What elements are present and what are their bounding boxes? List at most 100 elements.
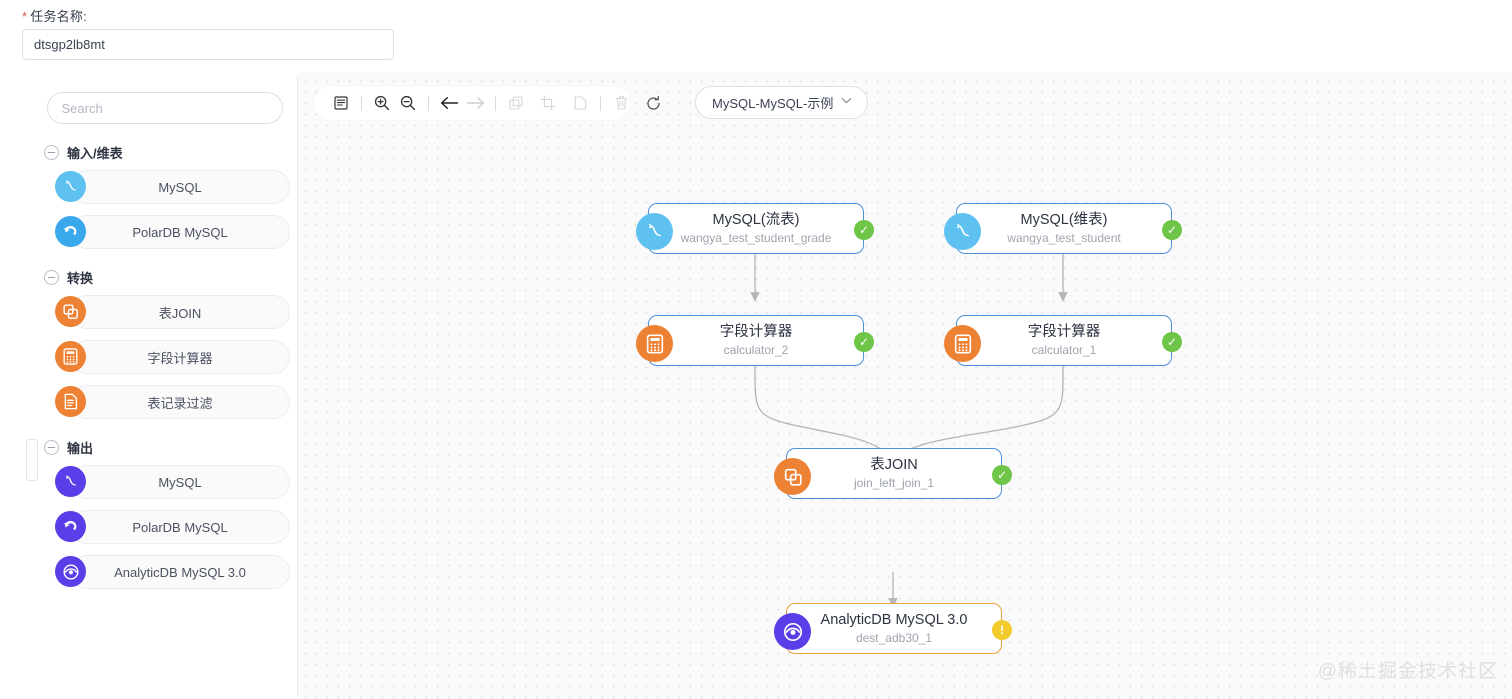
palette-item-polardb-input[interactable]: PolarDB MySQL: [55, 215, 290, 249]
edge-calc2-to-join: [754, 365, 894, 461]
palette-group-input-items: MySQL PolarDB MySQL: [32, 170, 297, 249]
task-name-input[interactable]: [22, 29, 394, 60]
status-badge-ok: ✓: [854, 332, 874, 352]
flow-canvas[interactable]: MySQL-MySQL-示例 MySQL(流表) wangya_test_stu…: [298, 72, 1512, 699]
undo-button[interactable]: [436, 90, 462, 116]
flow-node-mysql-stream[interactable]: MySQL(流表) wangya_test_student_grade ✓: [636, 203, 874, 254]
palette-group-output-header[interactable]: 输出: [32, 437, 297, 457]
collapse-minus-icon[interactable]: [44, 439, 59, 455]
status-badge-ok: ✓: [1162, 220, 1182, 240]
collapse-minus-icon[interactable]: [44, 269, 59, 285]
flow-node-subtitle: calculator_2: [723, 343, 789, 357]
flow-node-analyticdb-output[interactable]: AnalyticDB MySQL 3.0 dest_adb30_1 !: [774, 603, 1012, 654]
outline-list-button[interactable]: [328, 90, 354, 116]
flow-node-title: MySQL(流表): [712, 212, 800, 228]
calculator-icon: [55, 341, 86, 372]
edge-calc1-to-join: [893, 365, 1064, 461]
palette-item-table-join[interactable]: 表JOIN: [55, 295, 290, 329]
analyticdb-eye-icon: [55, 556, 86, 587]
task-name-label-text: 任务名称:: [30, 9, 87, 24]
mysql-dolphin-icon: [944, 213, 981, 250]
palette-item-label: MySQL: [158, 474, 202, 490]
task-form: *任务名称:: [0, 0, 1512, 76]
status-badge-ok: ✓: [854, 220, 874, 240]
palette-group-transform-items: 表JOIN 字段计算器 表记录过滤: [32, 295, 297, 419]
palette-item-mysql-input[interactable]: MySQL: [55, 170, 290, 204]
flow-node-mysql-dim[interactable]: MySQL(维表) wangya_test_student ✓: [944, 203, 1182, 254]
flow-node-text: MySQL(流表) wangya_test_student_grade: [649, 211, 863, 246]
mysql-dolphin-icon: [55, 171, 86, 202]
palette-item-label: 字段计算器: [147, 350, 213, 366]
analyticdb-eye-icon: [774, 613, 811, 650]
status-badge-warning: !: [992, 620, 1012, 640]
palette-item-label: MySQL: [158, 179, 202, 195]
flow-node-subtitle: join_left_join_1: [853, 476, 935, 490]
zoom-in-button[interactable]: [369, 90, 395, 116]
status-badge-ok: ✓: [992, 465, 1012, 485]
flow-node-calculator-1[interactable]: 字段计算器 calculator_1 ✓: [944, 315, 1182, 366]
join-squares-icon: [774, 458, 811, 495]
paste-button: [567, 90, 593, 116]
palette-item-label: 表记录过滤: [147, 395, 213, 411]
cut-button: [535, 90, 561, 116]
flow-node-subtitle: wangya_test_student_grade: [680, 231, 832, 245]
flow-node-subtitle: wangya_test_student: [1007, 231, 1121, 245]
join-squares-icon: [55, 296, 86, 327]
palette-item-mysql-output[interactable]: MySQL: [55, 465, 290, 499]
toolbar-separator: [361, 95, 362, 111]
flow-node-title: 表JOIN: [870, 457, 918, 473]
toolbar-separator: [495, 95, 496, 111]
palette-group-input-title: 输入/维表: [67, 145, 123, 161]
palette-group-output-title: 输出: [67, 440, 94, 456]
required-asterisk: *: [22, 9, 28, 24]
palette-group-transform: 转换 表JOIN 字段计算器 表记录过滤: [32, 267, 297, 419]
calculator-icon: [944, 325, 981, 362]
flow-select-value: MySQL-MySQL-示例: [712, 96, 834, 111]
filter-document-icon: [55, 386, 86, 417]
flow-node-text: AnalyticDB MySQL 3.0 dest_adb30_1: [787, 611, 1001, 646]
flow-node-title: 字段计算器: [1027, 324, 1101, 340]
redo-button: [462, 90, 488, 116]
status-badge-ok: ✓: [1162, 332, 1182, 352]
flow-node-subtitle: dest_adb30_1: [855, 631, 933, 645]
flow-node-subtitle: calculator_1: [1031, 343, 1097, 357]
palette-item-label: 表JOIN: [158, 305, 202, 321]
calculator-icon: [636, 325, 673, 362]
flow-node-text: 字段计算器 calculator_2: [649, 323, 863, 358]
panel-collapse-handle[interactable]: [26, 439, 38, 481]
flow-edges: [750, 254, 1068, 608]
flow-node-table-join[interactable]: 表JOIN join_left_join_1 ✓: [774, 448, 1012, 499]
palette-item-field-calculator[interactable]: 字段计算器: [55, 340, 290, 374]
flow-node-text: 字段计算器 calculator_1: [957, 323, 1171, 358]
palette-item-label: PolarDB MySQL: [132, 519, 228, 535]
palette-group-output: 输出 MySQL PolarDB MySQL AnalyticDB MySQL …: [32, 437, 297, 589]
palette-group-output-items: MySQL PolarDB MySQL AnalyticDB MySQL 3.0: [32, 465, 297, 589]
refresh-button[interactable]: [640, 90, 666, 116]
flow-node-calculator-2[interactable]: 字段计算器 calculator_2 ✓: [636, 315, 874, 366]
toolbar-separator: [428, 95, 429, 111]
flow-node-title: MySQL(维表): [1020, 212, 1108, 228]
flow-node-title: 字段计算器: [719, 324, 793, 340]
search-input[interactable]: [46, 92, 283, 124]
watermark: @稀土掘金技术社区: [1317, 661, 1498, 682]
collapse-minus-icon[interactable]: [44, 144, 59, 160]
palette-item-polardb-output[interactable]: PolarDB MySQL: [55, 510, 290, 544]
flow-node-text: MySQL(维表) wangya_test_student: [957, 211, 1171, 246]
zoom-out-button[interactable]: [395, 90, 421, 116]
mysql-dolphin-icon: [636, 213, 673, 250]
palette-group-transform-header[interactable]: 转换: [32, 267, 297, 287]
palette-group-transform-title: 转换: [67, 270, 94, 286]
component-palette: 输入/维表 MySQL PolarDB MySQL 转换: [26, 76, 298, 699]
polardb-swirl-icon: [55, 511, 86, 542]
flow-node-title: AnalyticDB MySQL 3.0: [820, 612, 968, 628]
flow-select-dropdown[interactable]: MySQL-MySQL-示例: [695, 86, 868, 119]
palette-item-record-filter[interactable]: 表记录过滤: [55, 385, 290, 419]
palette-item-analyticdb-output[interactable]: AnalyticDB MySQL 3.0: [55, 555, 290, 589]
palette-item-label: AnalyticDB MySQL 3.0: [114, 564, 246, 580]
palette-item-label: PolarDB MySQL: [132, 224, 228, 240]
palette-group-input: 输入/维表 MySQL PolarDB MySQL: [32, 142, 297, 249]
palette-group-input-header[interactable]: 输入/维表: [32, 142, 297, 162]
toolbar-separator: [600, 95, 601, 111]
copy-button: [503, 90, 529, 116]
task-name-label: *任务名称:: [22, 6, 87, 25]
